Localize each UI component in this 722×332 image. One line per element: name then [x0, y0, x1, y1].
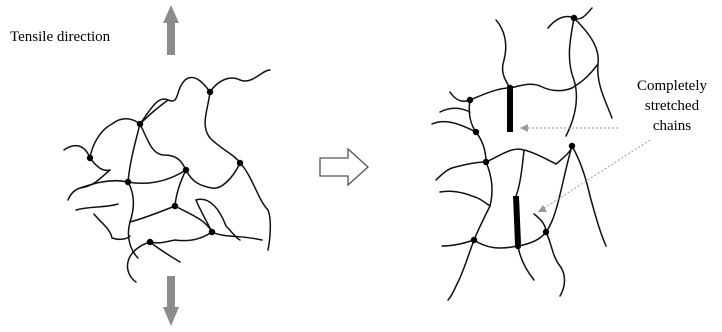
- stretched-chains-callout: Completely stretched chains: [520, 78, 707, 212]
- arrow-down-icon: [163, 276, 179, 326]
- callout-line-3: chains: [653, 118, 691, 134]
- pointer-arrowhead: [520, 124, 528, 132]
- pointer-arrowhead: [538, 205, 547, 212]
- callout-line-2: stretched: [645, 98, 700, 114]
- callout-line-1: Completely: [637, 78, 707, 94]
- unstretched-network: [64, 70, 270, 282]
- pointer-line: [538, 140, 650, 212]
- hollow-right-arrow-icon: [320, 149, 368, 185]
- arrow-up-icon: [163, 5, 179, 55]
- stretched-network: [432, 8, 612, 300]
- stretched-chain-segment: [516, 196, 518, 244]
- tensile-direction-label: Tensile direction: [10, 29, 111, 45]
